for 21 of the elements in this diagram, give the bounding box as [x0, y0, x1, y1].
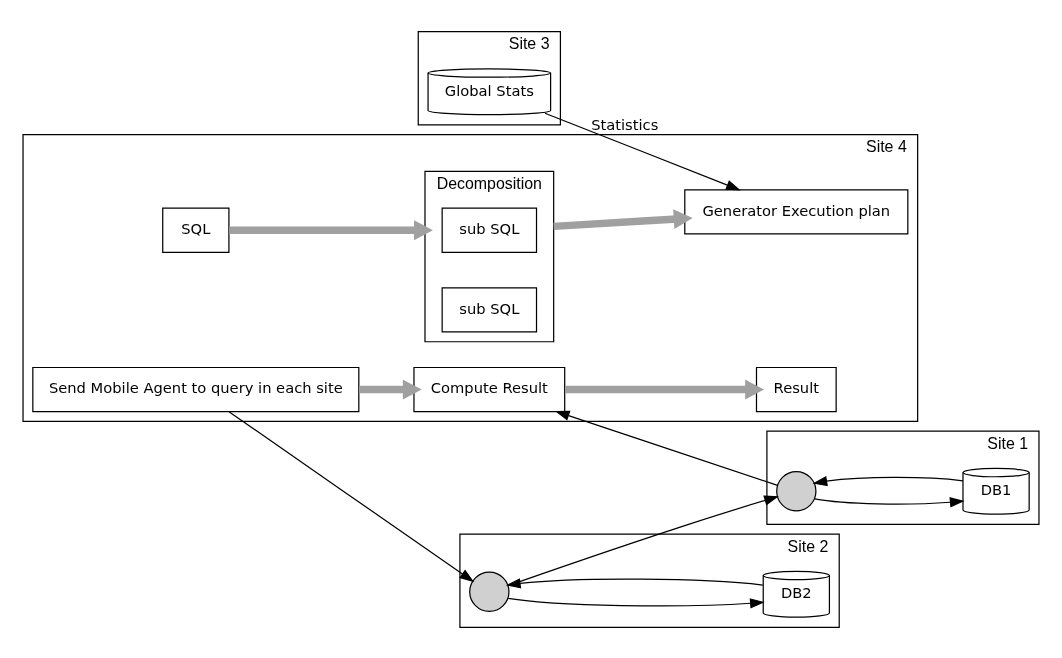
arrow	[507, 597, 765, 608]
arrow	[505, 577, 764, 588]
arrow	[553, 208, 693, 230]
arrow	[507, 495, 779, 586]
node-box: Generator Execution plan	[684, 188, 909, 235]
arrow	[359, 379, 422, 399]
arrow	[228, 410, 475, 582]
node-circle	[469, 571, 510, 612]
node-box: Result	[755, 366, 837, 412]
arrow	[554, 410, 779, 486]
node-circle	[776, 470, 817, 511]
node-box: Compute Result	[413, 366, 566, 412]
node-box: sub SQL	[441, 207, 538, 253]
arrow	[544, 112, 741, 190]
node-box: SQL	[162, 207, 230, 253]
edge-label: Statistics	[591, 115, 659, 133]
arrow	[812, 475, 964, 486]
arrow	[814, 496, 965, 507]
arrow	[565, 379, 765, 399]
node-box: sub SQL	[441, 286, 538, 333]
node-box: Send Mobile Agent to query in each site	[32, 366, 360, 412]
